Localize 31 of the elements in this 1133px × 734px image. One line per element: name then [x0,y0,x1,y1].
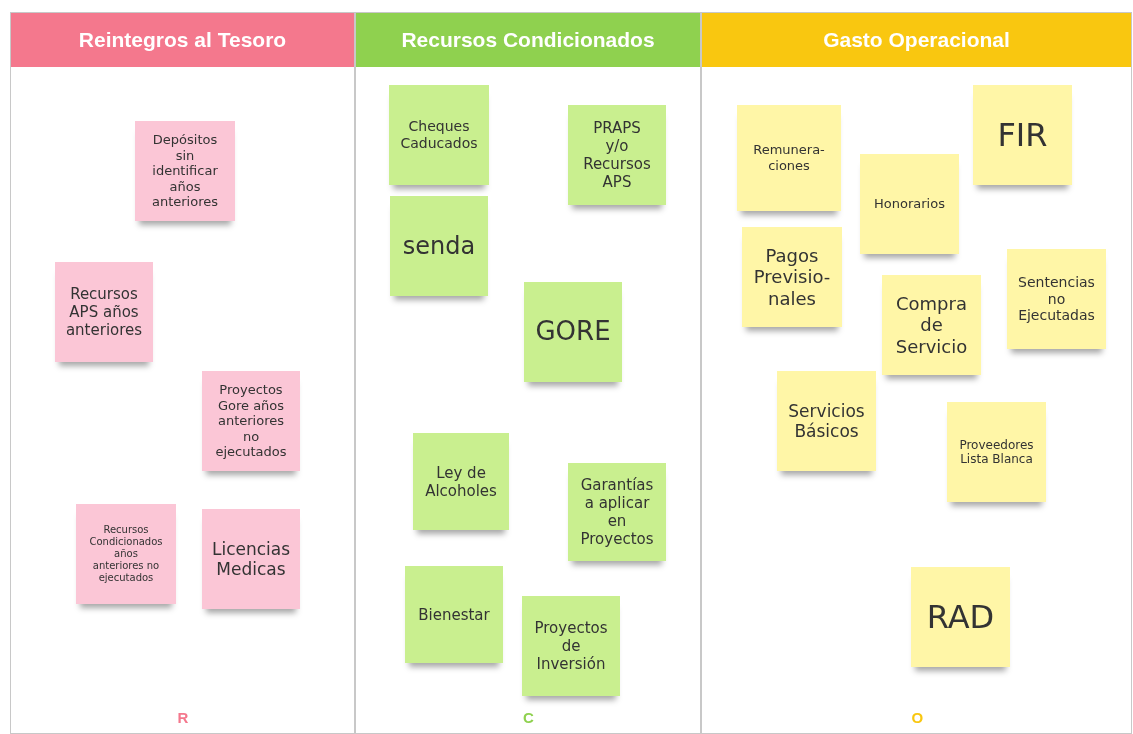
sticky-note: Proyectos de Inversión [522,596,620,696]
sticky-note: Compra de Servicio [882,275,981,375]
column-letter: R [177,709,189,726]
sticky-note: Garantías a aplicar en Proyectos [568,463,666,561]
column-header: Reintegros al Tesoro [11,13,354,67]
sticky-note: FIR [973,85,1072,185]
sticky-note: GORE [524,282,622,382]
column-panel [355,12,701,734]
sticky-note: Pagos Previsio- nales [742,227,842,327]
column-panel [701,12,1132,734]
sticky-note: Recursos Condicionados años anteriores no ejecutados [76,504,176,604]
sticky-note: Remunera- ciones [737,105,841,211]
sticky-note: Servicios Básicos [777,371,876,471]
sticky-note: Bienestar [405,566,503,663]
sticky-note: RAD [911,567,1010,667]
sticky-note: Cheques Caducados [389,85,489,185]
column-letter: O [911,709,924,726]
column-header: Gasto Operacional [702,13,1131,67]
sticky-note: Depósitos sin identificar años anteriores [135,121,235,221]
sticky-note: Proyectos Gore años anteriores no ejecutados [202,371,300,471]
column-panel [10,12,355,734]
column-letter: C [523,709,534,726]
sticky-note: Proveedores Lista Blanca [947,402,1046,502]
sticky-note: PRAPS y/o Recursos APS [568,105,666,205]
column-header: Recursos Condicionados [356,13,700,67]
sticky-note: Honorarios [860,154,959,254]
sticky-note: senda [390,196,488,296]
sticky-note: Licencias Medicas [202,509,300,609]
sticky-note: Ley de Alcoholes [413,433,509,530]
sticky-note: Recursos APS años anteriores [55,262,153,362]
sticky-note: Sentencias no Ejecutadas [1007,249,1106,349]
